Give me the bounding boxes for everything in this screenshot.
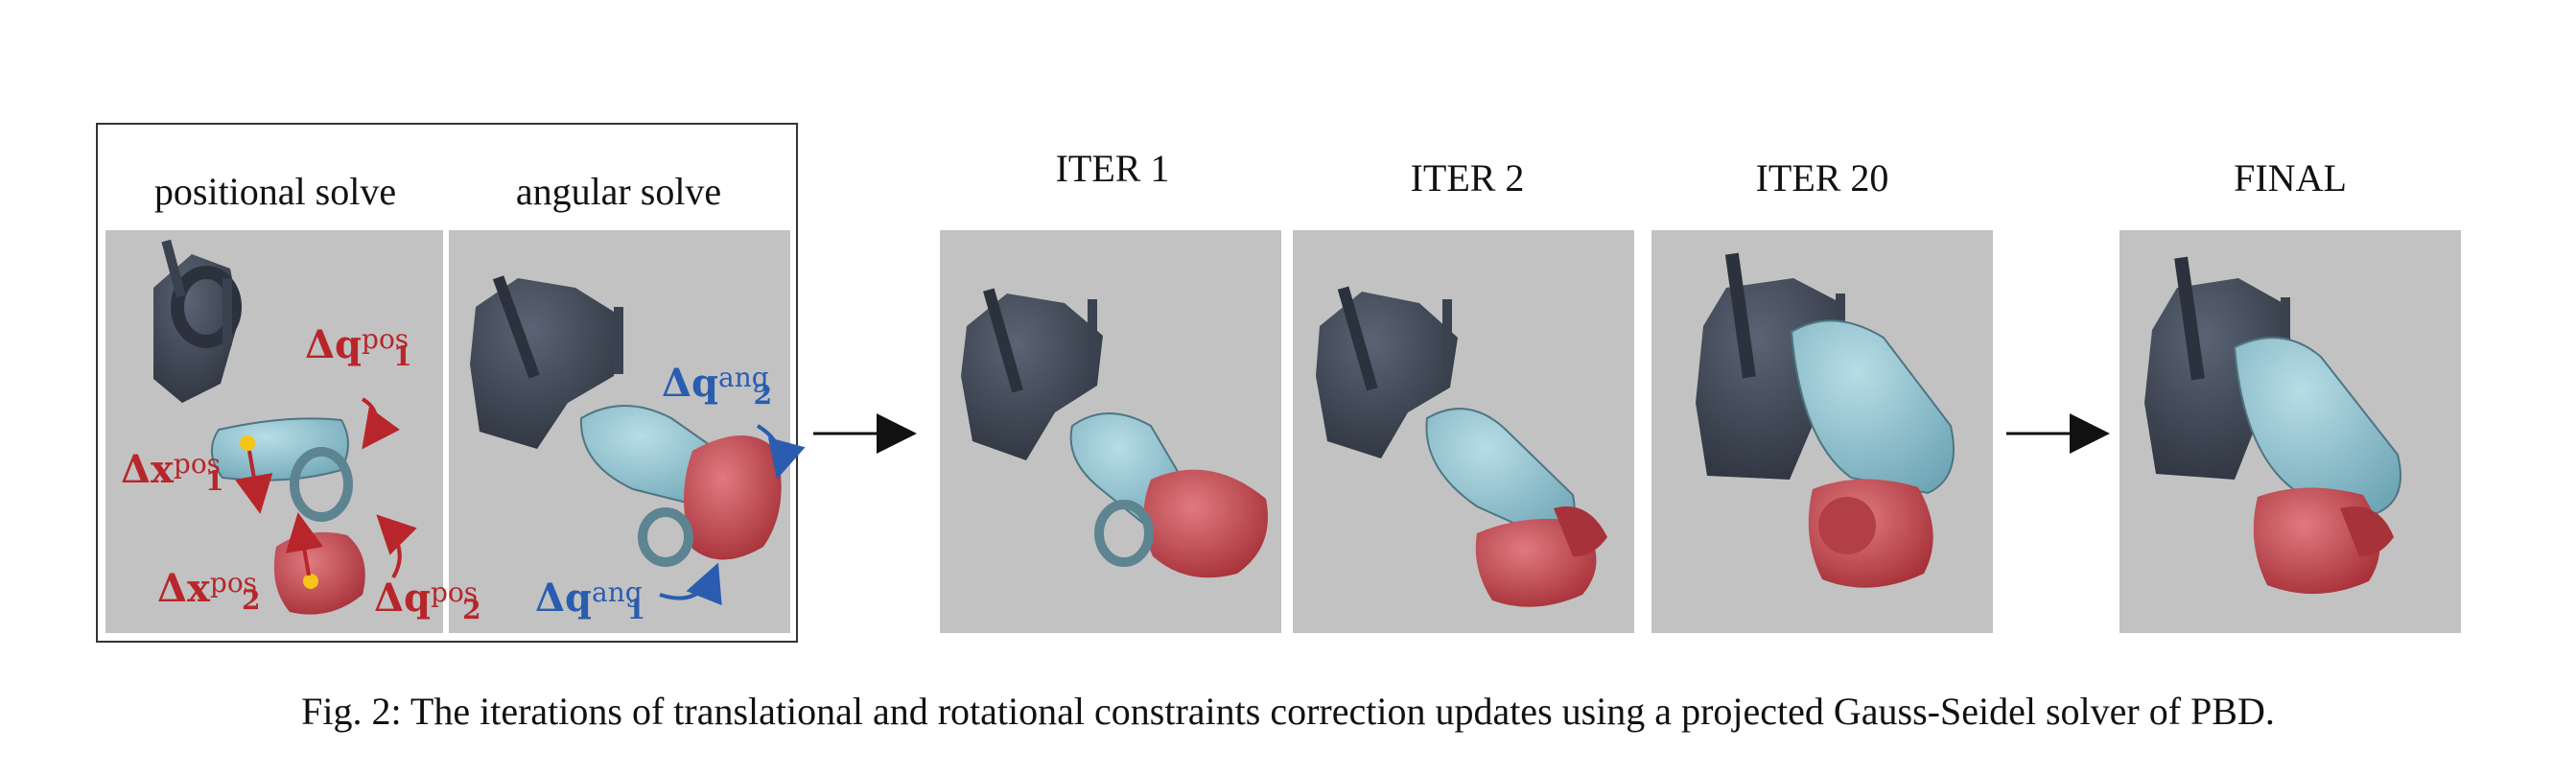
- dx1-pos-arrow: [234, 450, 273, 514]
- positional-upper-arm: [211, 417, 353, 522]
- iter-20-label: ITER 20: [1755, 156, 1889, 200]
- figure-caption: Fig. 2: The iterations of translational …: [301, 690, 2275, 733]
- positional-hand: [273, 531, 365, 615]
- positional-solve-label: positional solve: [153, 170, 397, 213]
- dx2-pos-symbol: Δxpos2: [157, 566, 261, 617]
- angular-solve-label: angular solve: [515, 170, 722, 213]
- iter-20-robot: [1696, 252, 1955, 588]
- iter-1-label: ITER 1: [1055, 147, 1170, 190]
- final-label: FINAL: [2234, 156, 2347, 200]
- final-robot: [2144, 256, 2401, 595]
- dq1-pos-symbol: Δqpos1: [305, 322, 412, 373]
- dq1-ang-arrow: [659, 562, 722, 606]
- dq1-pos-arrow: [361, 397, 401, 450]
- iter-1-robot: [961, 288, 1268, 578]
- angular-robot: [470, 275, 782, 567]
- positional-base-link: [153, 239, 242, 403]
- iter-2-label: ITER 2: [1410, 156, 1525, 200]
- dq2-ang-symbol: Δqang2: [662, 361, 773, 411]
- dx2-pos-arrow: [285, 512, 324, 576]
- dq2-pos-symbol: Δqpos2: [374, 575, 481, 626]
- dq2-ang-arrow: [756, 424, 806, 480]
- dx1-pos-symbol: Δxpos1: [121, 447, 224, 498]
- dq2-pos-arrow: [376, 514, 417, 579]
- iter-2-robot: [1316, 286, 1607, 607]
- dq1-ang-symbol: Δqang1: [535, 575, 646, 626]
- solve-frame: [96, 123, 798, 643]
